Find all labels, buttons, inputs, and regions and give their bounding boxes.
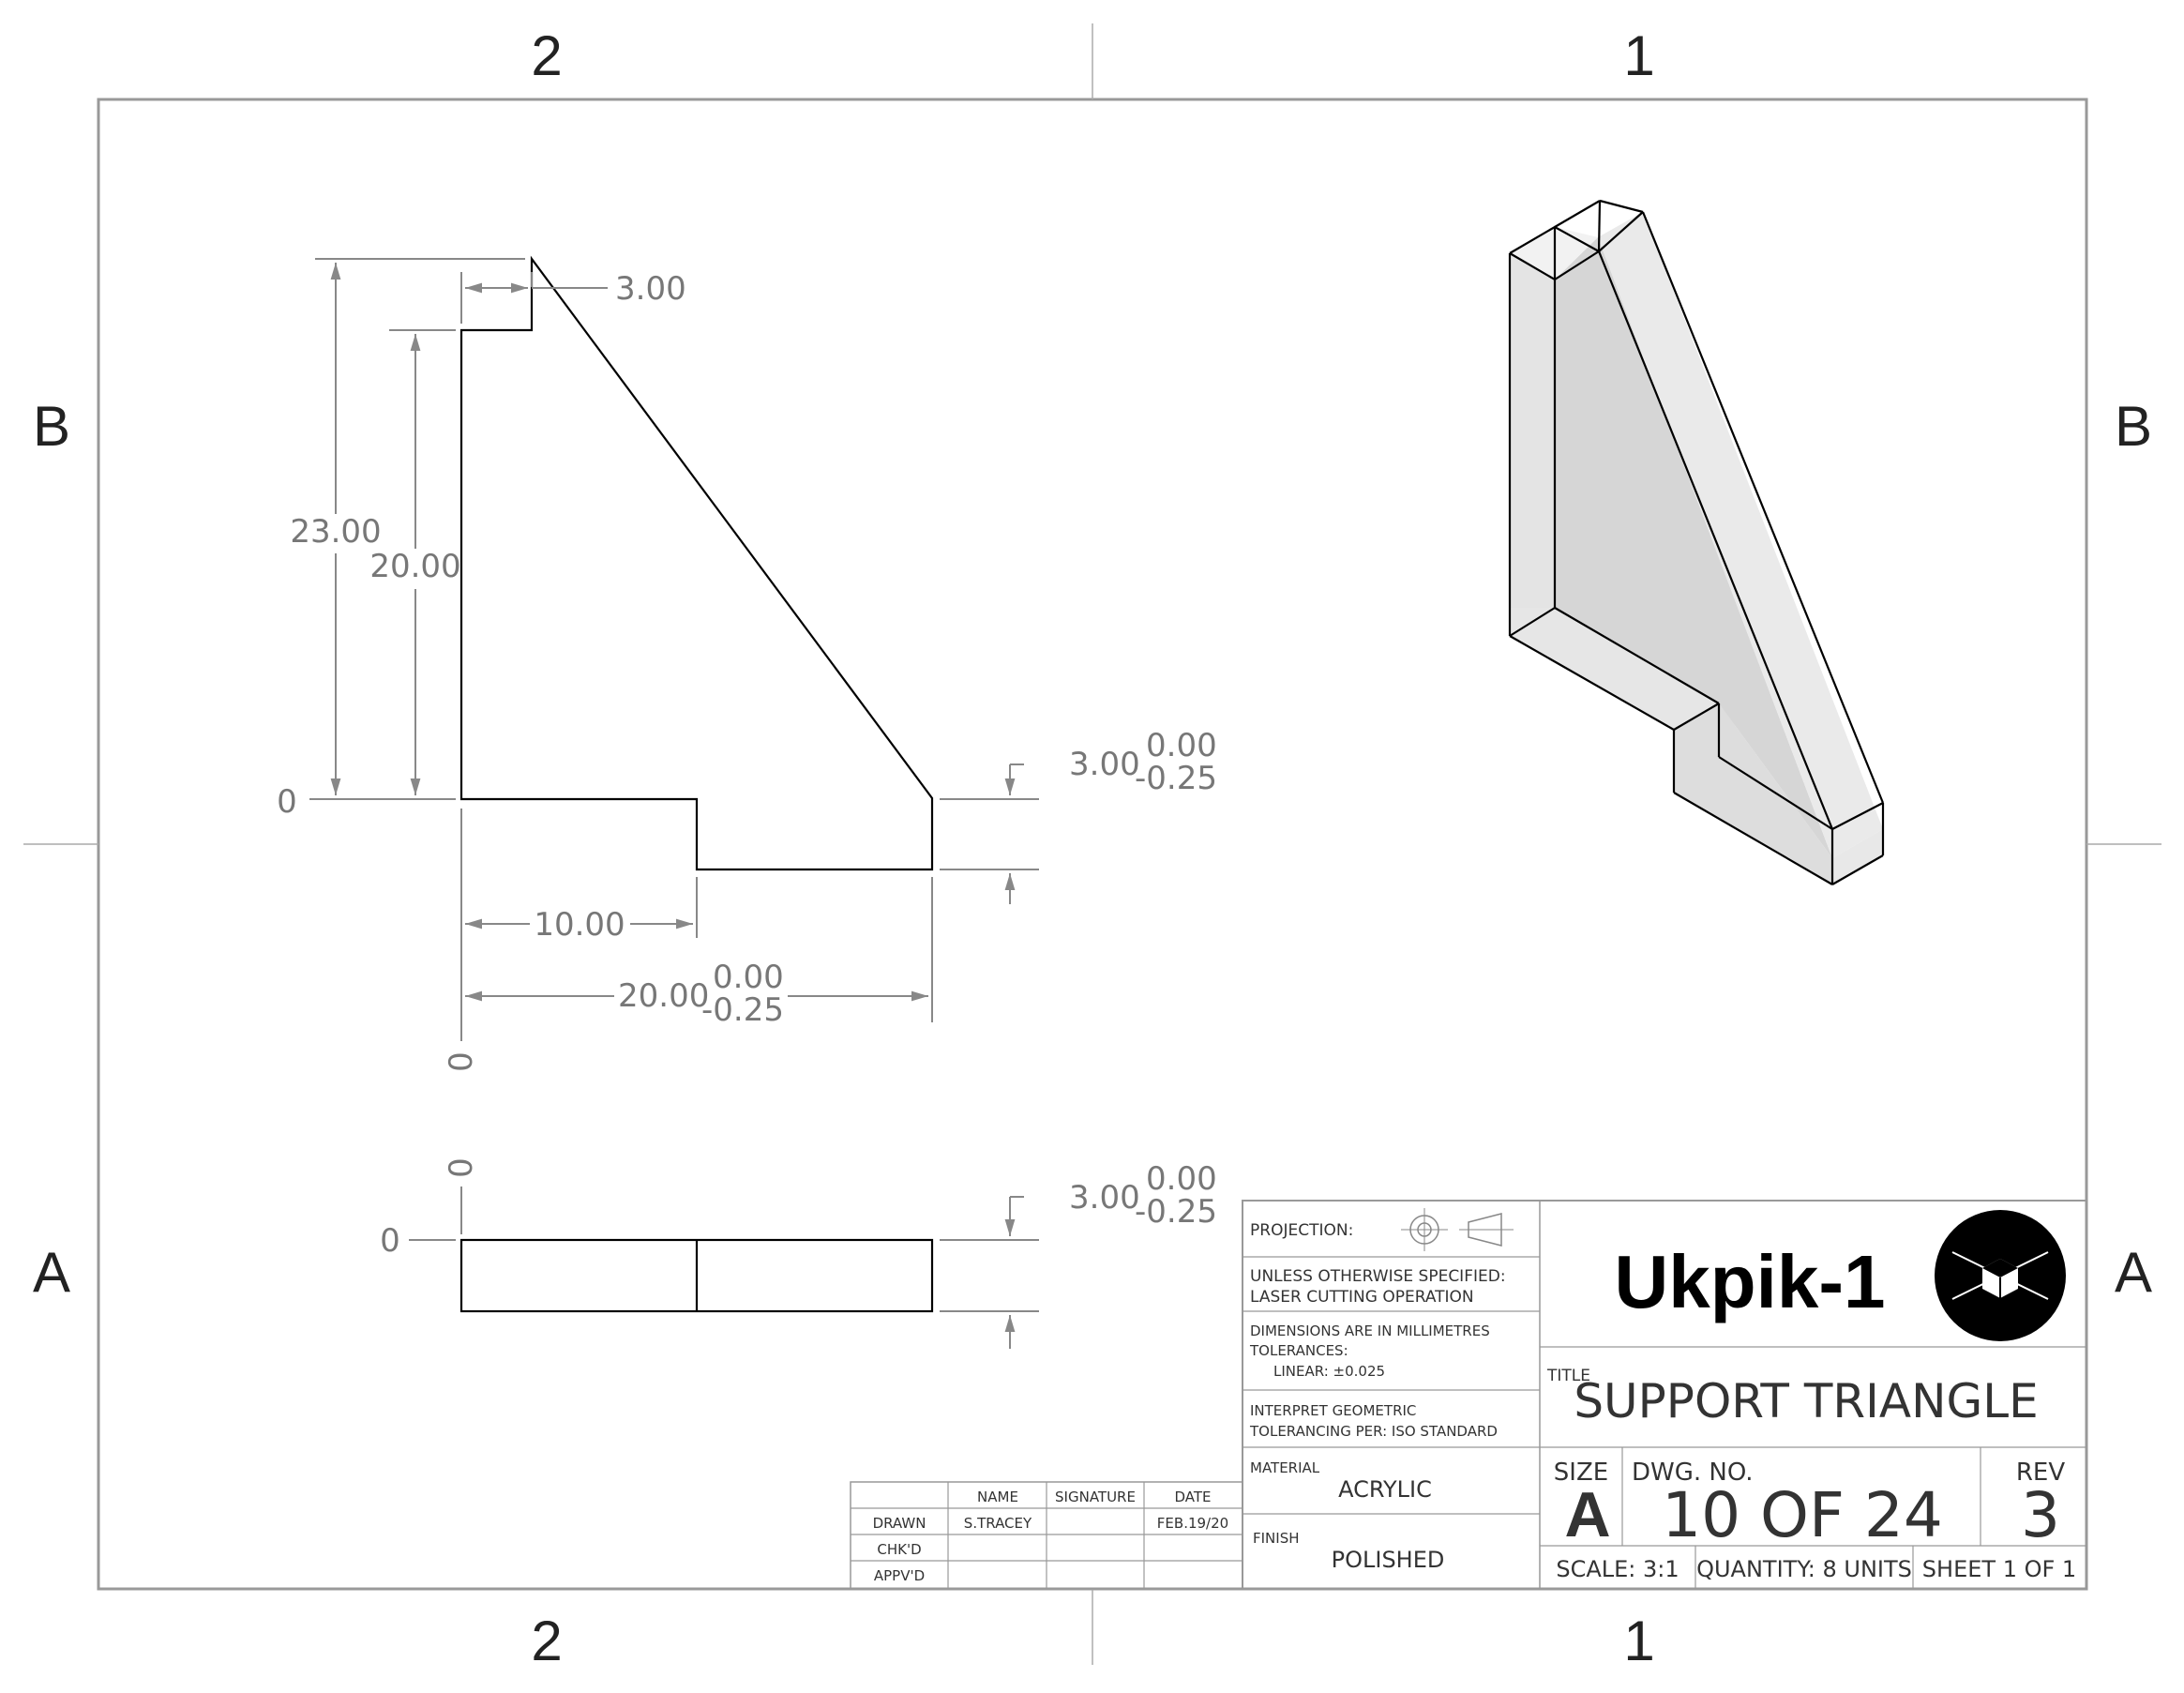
unless-line2: LASER CUTTING OPERATION xyxy=(1250,1288,1474,1307)
zone-label-bottom-1: 1 xyxy=(1623,1610,1654,1672)
dims-line1: DIMENSIONS ARE IN MILLIMETRES xyxy=(1250,1323,1490,1339)
dim-width-total-upper: 0.00 xyxy=(713,959,784,996)
dim-right-step-upper: 0.00 xyxy=(1146,727,1217,764)
zone-label-top-2: 2 xyxy=(531,24,562,87)
size-label: SIZE xyxy=(1554,1459,1608,1487)
zone-label-right-a: A xyxy=(2115,1241,2152,1304)
dim-thickness-upper: 0.00 xyxy=(1146,1160,1217,1198)
rev-row-label: APPV'D xyxy=(874,1567,925,1584)
logo-text: Ukpik-1 xyxy=(1615,1240,1886,1323)
revision-table: NAME SIGNATURE DATE DRAWN S.TRACEY FEB.1… xyxy=(850,1481,1243,1590)
material-label: MATERIAL xyxy=(1250,1459,1320,1476)
zone-label-right-b: B xyxy=(2115,395,2152,458)
dim-height-inner: 20.00 xyxy=(369,548,460,585)
title-block: PROJECTION: UNLESS OTHERWISE SPECIFIED: … xyxy=(1242,1200,2087,1590)
third-angle-projection-icon xyxy=(1401,1208,1514,1251)
projection-label: PROJECTION: xyxy=(1250,1221,1353,1240)
rev-row-label: DRAWN xyxy=(873,1515,926,1532)
rev-header-name: NAME xyxy=(977,1489,1018,1505)
sheet-number: SHEET 1 OF 1 xyxy=(1922,1556,2076,1582)
satellite-logo-icon xyxy=(1935,1210,2066,1341)
dim-thickness-nominal: 3.00 xyxy=(1069,1179,1140,1217)
rev-row-name: S.TRACEY xyxy=(964,1515,1032,1532)
dim-thickness-lower: -0.25 xyxy=(1135,1193,1217,1231)
title-label: TITLE xyxy=(1546,1367,1590,1385)
rev-header-date: DATE xyxy=(1174,1489,1211,1505)
dim-width-total-lower: -0.25 xyxy=(701,991,784,1029)
bottom-view: 0 0 3.00 0.00 -0.25 xyxy=(380,1157,1217,1349)
dwg-label: DWG. NO. xyxy=(1632,1459,1754,1487)
rev-row-label: CHK'D xyxy=(877,1541,921,1558)
geo-line2: TOLERANCING PER: ISO STANDARD xyxy=(1249,1423,1498,1440)
rev-label: REV xyxy=(2016,1459,2065,1487)
zone-label-bottom-2: 2 xyxy=(531,1610,562,1672)
bottom-ordinate-zero-x: 0 xyxy=(443,1157,480,1178)
bottom-ordinate-zero-y: 0 xyxy=(380,1222,400,1260)
ordinate-zero-y: 0 xyxy=(277,783,297,821)
finish-label: FINISH xyxy=(1253,1530,1300,1547)
dims-line3: LINEAR: ±0.025 xyxy=(1273,1363,1385,1380)
rev-header-signature: SIGNATURE xyxy=(1055,1489,1136,1505)
scale: SCALE: 3:1 xyxy=(1556,1556,1679,1582)
geo-line1: INTERPRET GEOMETRIC xyxy=(1250,1402,1416,1419)
size-value: A xyxy=(1564,1479,1610,1550)
finish-value: POLISHED xyxy=(1332,1547,1445,1573)
zone-label-left-a: A xyxy=(33,1241,70,1304)
rev-row-date: FEB.19/20 xyxy=(1157,1515,1228,1532)
dim-right-step-nominal: 3.00 xyxy=(1069,746,1140,783)
dims-line2: TOLERANCES: xyxy=(1249,1342,1348,1359)
dim-right-step-lower: -0.25 xyxy=(1135,760,1217,797)
quantity: QUANTITY: 8 UNITS xyxy=(1696,1556,1912,1582)
dim-height-total: 23.00 xyxy=(290,513,381,551)
dim-top-step: 3.00 xyxy=(615,270,686,308)
zone-label-left-b: B xyxy=(33,395,70,458)
front-view-outline xyxy=(459,255,934,871)
front-view: 23.00 20.00 3.00 3.00 0.00 -0.25 10.00 2… xyxy=(277,255,1217,1072)
zone-label-top-1: 1 xyxy=(1623,24,1654,87)
dim-width-notch: 10.00 xyxy=(534,906,625,944)
drawing-title: SUPPORT TRIANGLE xyxy=(1574,1374,2038,1428)
isometric-view xyxy=(1508,199,1885,885)
unless-line1: UNLESS OTHERWISE SPECIFIED: xyxy=(1250,1267,1506,1286)
dim-width-total-nominal: 20.00 xyxy=(618,977,709,1015)
material-value: ACRYLIC xyxy=(1338,1476,1432,1503)
dwg-value: 10 OF 24 xyxy=(1662,1479,1943,1551)
ordinate-zero-x: 0 xyxy=(443,1051,480,1072)
rev-value: 3 xyxy=(2021,1479,2060,1551)
